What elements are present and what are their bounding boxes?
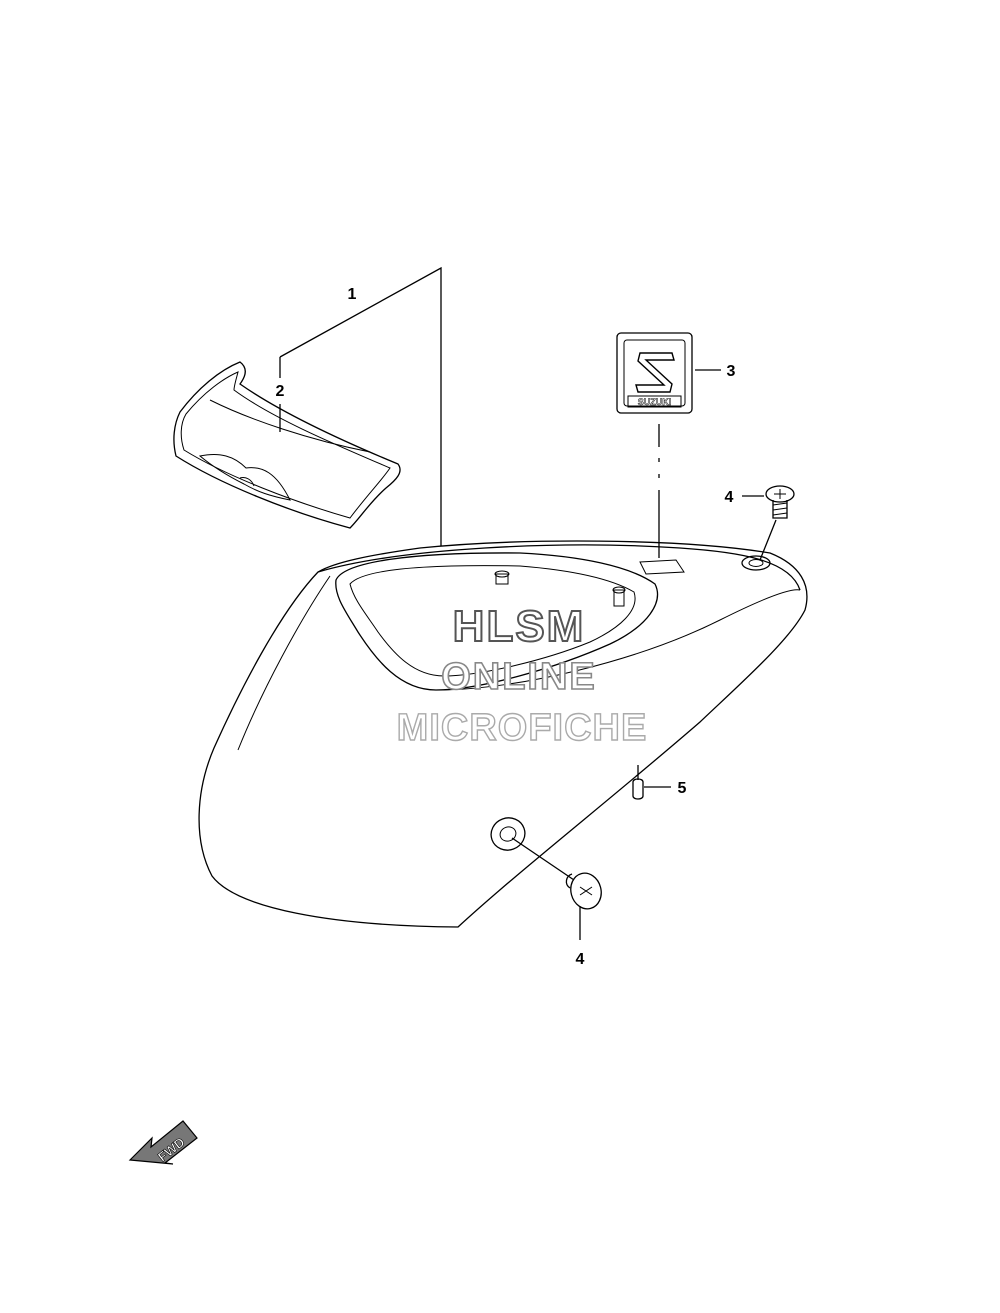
fwd-arrow-icon: FWD (128, 1120, 198, 1165)
watermark-line1: HLSM (453, 602, 586, 651)
watermark-line3: MICROFICHE (397, 707, 648, 749)
callout-3: 3 (727, 363, 736, 380)
callout-2: 2 (276, 383, 285, 400)
screw-top-part (765, 485, 795, 519)
side-cover-part (198, 540, 808, 928)
callout-5: 5 (678, 780, 687, 797)
emblem-text: SUZUKI (638, 397, 672, 407)
screw-bottom-part (565, 872, 602, 910)
suzuki-emblem-part: SUZUKI (616, 332, 693, 414)
callout-4-bottom: 4 (576, 951, 585, 968)
leader-lines (279, 266, 777, 940)
decal-part (173, 361, 401, 529)
watermark-line2: ONLINE (441, 656, 597, 698)
callout-1: 1 (348, 286, 357, 303)
callout-4-top: 4 (725, 489, 734, 506)
clip-part (632, 778, 644, 800)
